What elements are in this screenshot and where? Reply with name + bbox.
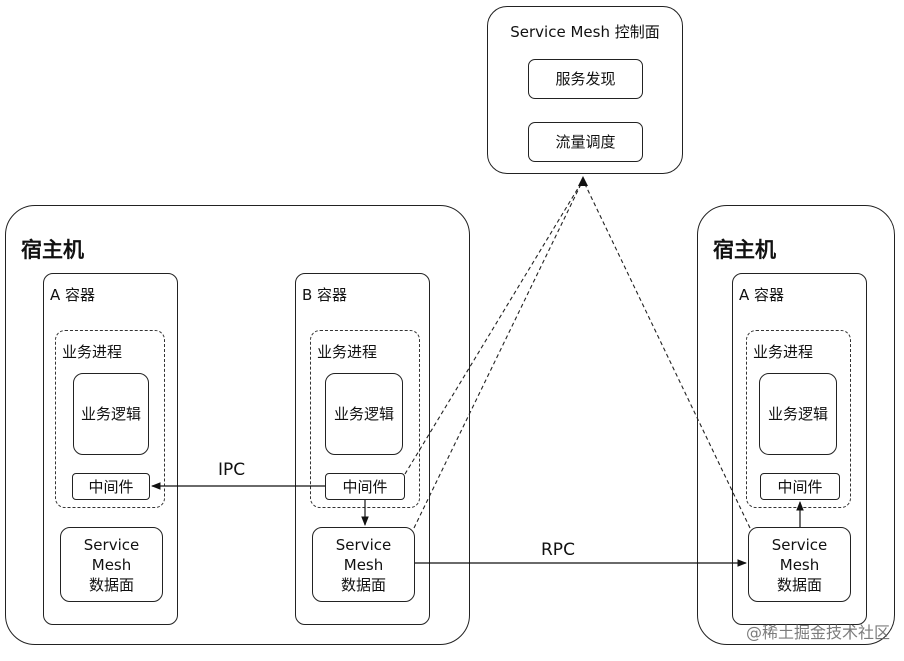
watermark: @稀土掘金技术社区: [745, 623, 890, 642]
host-left-a-logic: 业务逻辑: [73, 373, 149, 455]
host-left-title: 宿主机: [21, 238, 84, 262]
service-discovery-box: 服务发现: [528, 59, 643, 99]
host-left-b-middleware: 中间件: [325, 473, 405, 500]
host-left-b-logic: 业务逻辑: [325, 373, 403, 455]
control-plane-arrowhead: [578, 176, 588, 186]
middleware-label: 中间件: [342, 477, 388, 496]
host-left-a-middleware: 中间件: [72, 473, 150, 500]
data-plane-line-3: 数据面: [776, 575, 822, 594]
process-title: 业务进程: [753, 343, 814, 361]
traffic-scheduling-box: 流量调度: [528, 122, 643, 162]
service-discovery-label: 服务发现: [555, 70, 616, 88]
host-right-title: 宿主机: [713, 238, 776, 262]
host-left-b-data-plane: Service Mesh 数据面: [312, 527, 415, 602]
process-title: 业务进程: [62, 343, 123, 361]
ipc-label: IPC: [218, 460, 246, 480]
data-plane-line-2: Mesh: [343, 555, 384, 574]
logic-label: 业务逻辑: [80, 405, 141, 423]
host-right-a-logic: 业务逻辑: [759, 373, 837, 455]
data-plane-line-3: 数据面: [88, 575, 134, 594]
logic-label: 业务逻辑: [767, 405, 828, 423]
data-plane-line-2: Mesh: [91, 555, 132, 574]
middleware-label: 中间件: [777, 477, 823, 496]
logic-label: 业务逻辑: [333, 405, 394, 423]
data-plane-line-2: Mesh: [779, 555, 820, 574]
data-plane-line-1: Service: [771, 535, 828, 554]
host-left-a-process: 业务进程: [55, 330, 165, 508]
middleware-label: 中间件: [88, 477, 134, 496]
container-b-title: B 容器: [302, 286, 348, 304]
host-left-a-data-plane: Service Mesh 数据面: [60, 527, 163, 602]
host-right-a-middleware: 中间件: [760, 473, 840, 500]
host-left-container-a: A 容器: [43, 273, 178, 625]
control-plane-title: Service Mesh 控制面: [510, 23, 660, 41]
host-right-a-data-plane: Service Mesh 数据面: [748, 527, 851, 602]
traffic-scheduling-label: 流量调度: [555, 133, 616, 151]
process-title: 业务进程: [317, 343, 378, 361]
data-plane-line-3: 数据面: [340, 575, 386, 594]
rpc-label: RPC: [541, 540, 575, 560]
control-plane-box: Service Mesh 控制面 服务发现 流量调度: [487, 6, 683, 174]
data-plane-line-1: Service: [83, 535, 140, 554]
container-a-title: A 容器: [739, 286, 785, 304]
data-plane-line-1: Service: [335, 535, 392, 554]
container-a-title: A 容器: [50, 286, 96, 304]
